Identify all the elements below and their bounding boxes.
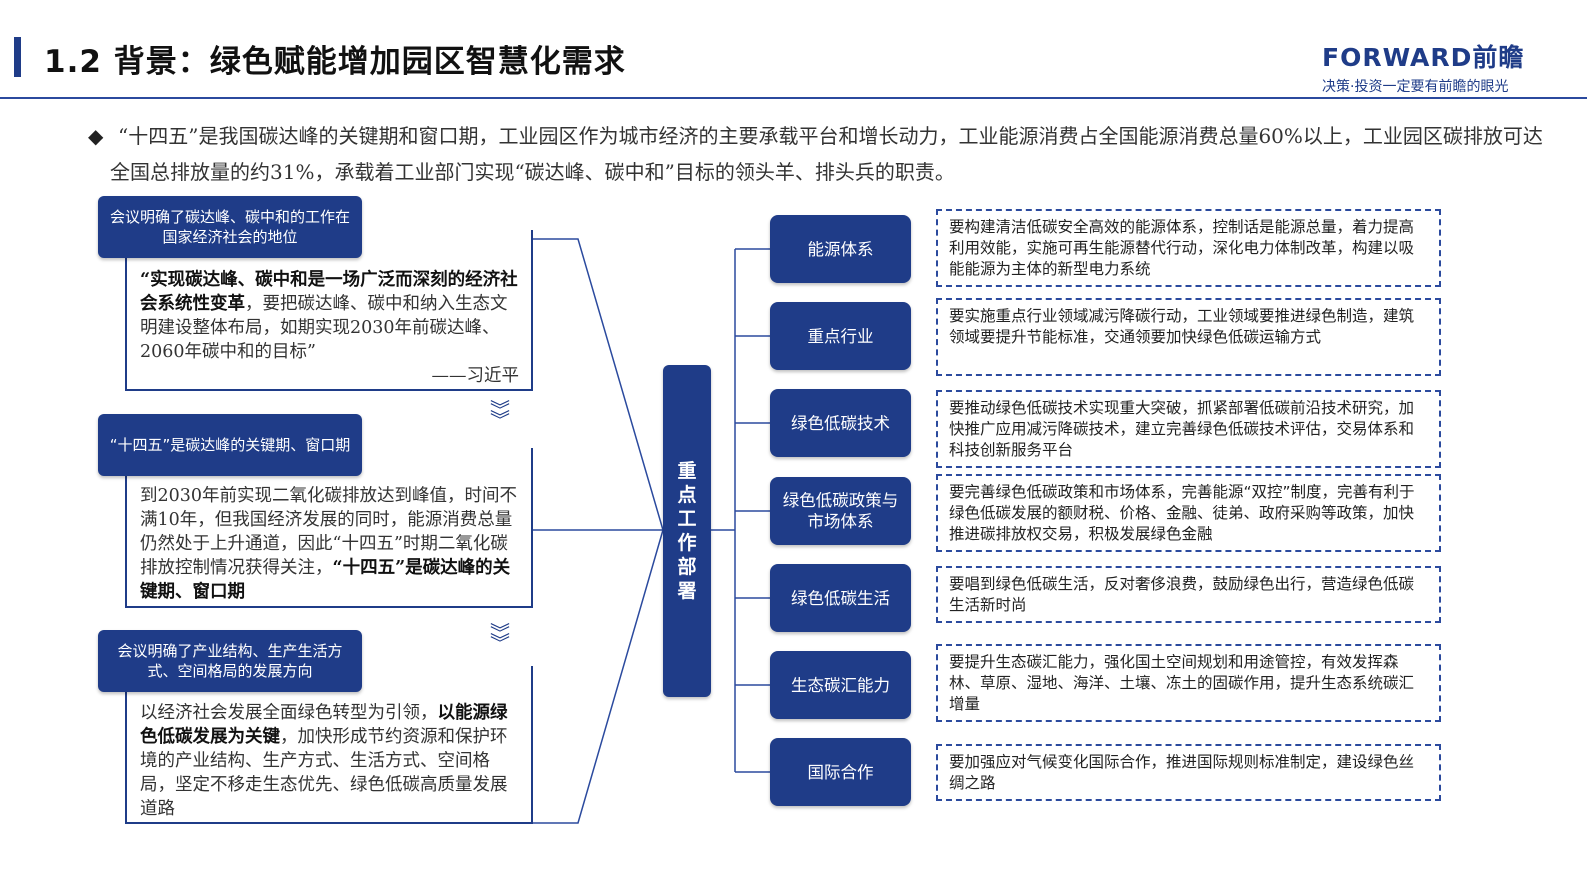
period-text: 到2030年前实现二氧化碳排放达到峰值，时间不满10年，但我国经济发展的同时，能… <box>140 486 518 578</box>
desc-international-cooperation: 要加强应对气候变化国际合作，推进国际规则标准制定，建设绿色丝绸之路 <box>936 744 1441 801</box>
chevron-down-icon: ︾︾ <box>490 621 510 655</box>
category-international-cooperation: 国际合作 <box>770 738 911 806</box>
desc-carbon-sink: 要提升生态碳汇能力，强化国土空间规划和用途管控，有效发挥森林、草原、湿地、海洋、… <box>936 644 1441 722</box>
category-green-policy-market: 绿色低碳政策与市场体系 <box>770 477 911 545</box>
quote-box: “实现碳达峰、碳中和是一场广泛而深刻的经济社会系统性变革，要把碳达峰、碳中和纳入… <box>125 230 533 391</box>
category-energy-system: 能源体系 <box>770 215 911 283</box>
forward-logo: FORWARD前瞻 决策·投资一定要有前瞻的眼光 <box>1322 38 1532 96</box>
tag-meeting-status: 会议明确了碳达峰、碳中和的工作在国家经济社会的地位 <box>98 196 362 258</box>
direction-text-1: 以经济社会发展全面绿色转型为引领， <box>140 703 438 723</box>
direction-text-2: ，加快形成节约资源和保护环境的产业结构、生产方式、生活方式、空间格局，坚定不移走… <box>140 727 508 819</box>
header-divider <box>0 97 1587 99</box>
page-title: 1.2 背景：绿色赋能增加园区智慧化需求 <box>44 44 626 80</box>
direction-bold-text: 以能源绿色低碳发展为关键 <box>140 703 508 747</box>
quote-bold-text: “实现碳达峰、碳中和是一场广泛而深刻的经济社会系统性变革 <box>140 270 518 314</box>
logo-slogan: 决策·投资一定要有前瞻的眼光 <box>1322 79 1509 95</box>
desc-green-policy-market: 要完善绿色低碳政策和市场体系，完善能源“双控”制度，完善有利于绿色低碳发展的额财… <box>936 474 1441 552</box>
desc-green-living: 要唱到绿色低碳生活，反对奢侈浪费，鼓励绿色出行，营造绿色低碳生活新时尚 <box>936 566 1441 623</box>
desc-key-industries: 要实施重点行业领域减污降碳行动，工业领域要推进绿色制造，建筑领域要提升节能标准，… <box>936 298 1441 376</box>
bullet-diamond-icon: ◆ <box>88 124 104 148</box>
title-accent-bar <box>14 37 21 77</box>
tag-key-period: “十四五”是碳达峰的关键期、窗口期 <box>98 414 362 476</box>
quote-text: ，要把碳达峰、碳中和纳入生态文明建设整体布局，如期实现2030年前碳达峰、206… <box>140 294 508 362</box>
key-deployment-node: 重点工作部署 <box>663 365 711 697</box>
direction-box: 以经济社会发展全面绿色转型为引领，以能源绿色低碳发展为关键，加快形成节约资源和保… <box>125 666 533 824</box>
intro-paragraph: ◆ “十四五”是我国碳达峰的关键期和窗口期，工业园区作为城市经济的主要承载平台和… <box>88 118 1558 190</box>
category-green-tech: 绿色低碳技术 <box>770 389 911 457</box>
quote-signature: ——习近平 <box>431 366 520 386</box>
category-key-industries: 重点行业 <box>770 302 911 370</box>
chevron-down-icon: ︾︾ <box>490 398 510 432</box>
period-bold-text: “十四五”是碳达峰的关键期、窗口期 <box>140 558 511 602</box>
tag-development-direction: 会议明确了产业结构、生产生活方式、空间格局的发展方向 <box>98 630 362 692</box>
desc-energy-system: 要构建清洁低碳安全高效的能源体系，控制话是能源总量，着力提高利用效能，实施可再生… <box>936 209 1441 287</box>
desc-green-tech: 要推动绿色低碳技术实现重大突破，抓紧部署低碳前沿技术研究，加快推广应用减污降碳技… <box>936 390 1441 468</box>
intro-text: “十四五”是我国碳达峰的关键期和窗口期，工业园区作为城市经济的主要承载平台和增长… <box>110 124 1543 184</box>
logo-wordmark: FORWARD前瞻 <box>1322 43 1525 72</box>
category-carbon-sink: 生态碳汇能力 <box>770 651 911 719</box>
category-green-living: 绿色低碳生活 <box>770 564 911 632</box>
